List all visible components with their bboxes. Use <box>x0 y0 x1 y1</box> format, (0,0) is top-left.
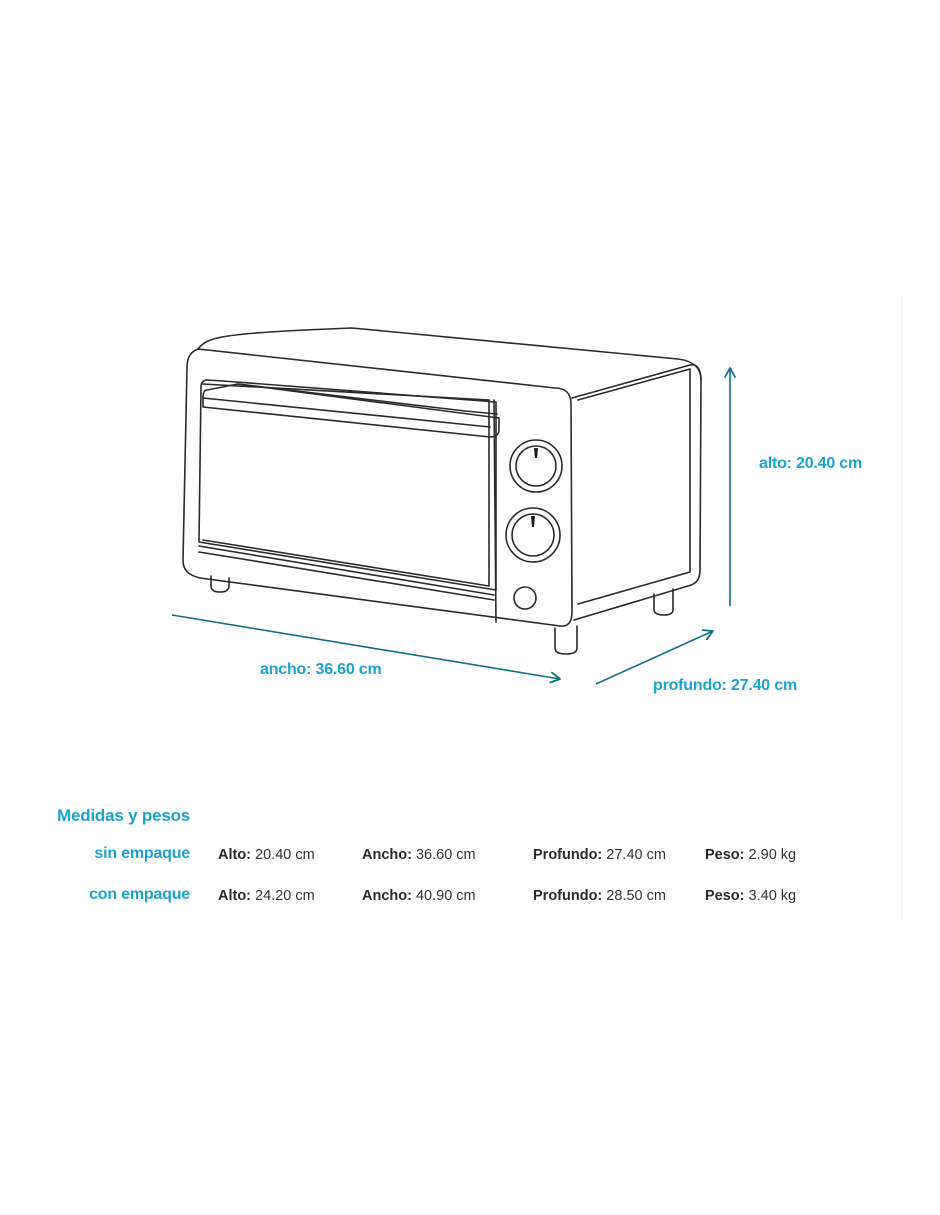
spec-alto: Alto: 20.40 cm <box>218 847 315 863</box>
oven-foot-middle <box>554 625 578 655</box>
oven-knob-bottom <box>505 507 561 563</box>
oven-side-panel <box>571 363 702 621</box>
spec-peso: Peso: 3.40 kg <box>705 888 797 904</box>
oven-top-edge <box>197 327 702 381</box>
spec-ancho: Ancho: 40.90 cm <box>362 888 476 904</box>
row-label: sin empaque <box>94 845 190 862</box>
spec-profundo: Profundo: 27.40 cm <box>533 847 666 863</box>
width-arrow <box>171 614 561 684</box>
oven-indicator-light <box>513 586 537 610</box>
oven-knob-top <box>509 439 563 493</box>
spec-row-con-empaque: con empaque Alto: 24.20 cm Ancho: 40.90 … <box>0 886 940 910</box>
oven-door-handle <box>202 383 500 438</box>
oven-illustration <box>171 327 736 685</box>
spec-peso: Peso: 2.90 kg <box>705 847 797 863</box>
spec-alto: Alto: 24.20 cm <box>218 888 315 904</box>
depth-dimension-label: profundo: 27.40 cm <box>653 677 797 694</box>
right-divider <box>901 296 902 921</box>
spec-ancho: Ancho: 36.60 cm <box>362 847 476 863</box>
oven-front-body <box>182 348 573 627</box>
oven-foot-right <box>653 588 674 616</box>
row-label: con empaque <box>89 886 190 903</box>
height-dimension-label: alto: 20.40 cm <box>759 455 863 472</box>
spec-profundo: Profundo: 28.50 cm <box>533 888 666 904</box>
oven-foot-left <box>210 575 230 593</box>
spec-row-sin-empaque: sin empaque Alto: 20.40 cm Ancho: 36.60 … <box>0 845 940 869</box>
oven-door <box>198 379 497 591</box>
width-dimension-label: ancho: 36.60 cm <box>260 661 382 678</box>
depth-arrow <box>595 629 714 685</box>
specs-title: Medidas y pesos <box>57 806 191 825</box>
